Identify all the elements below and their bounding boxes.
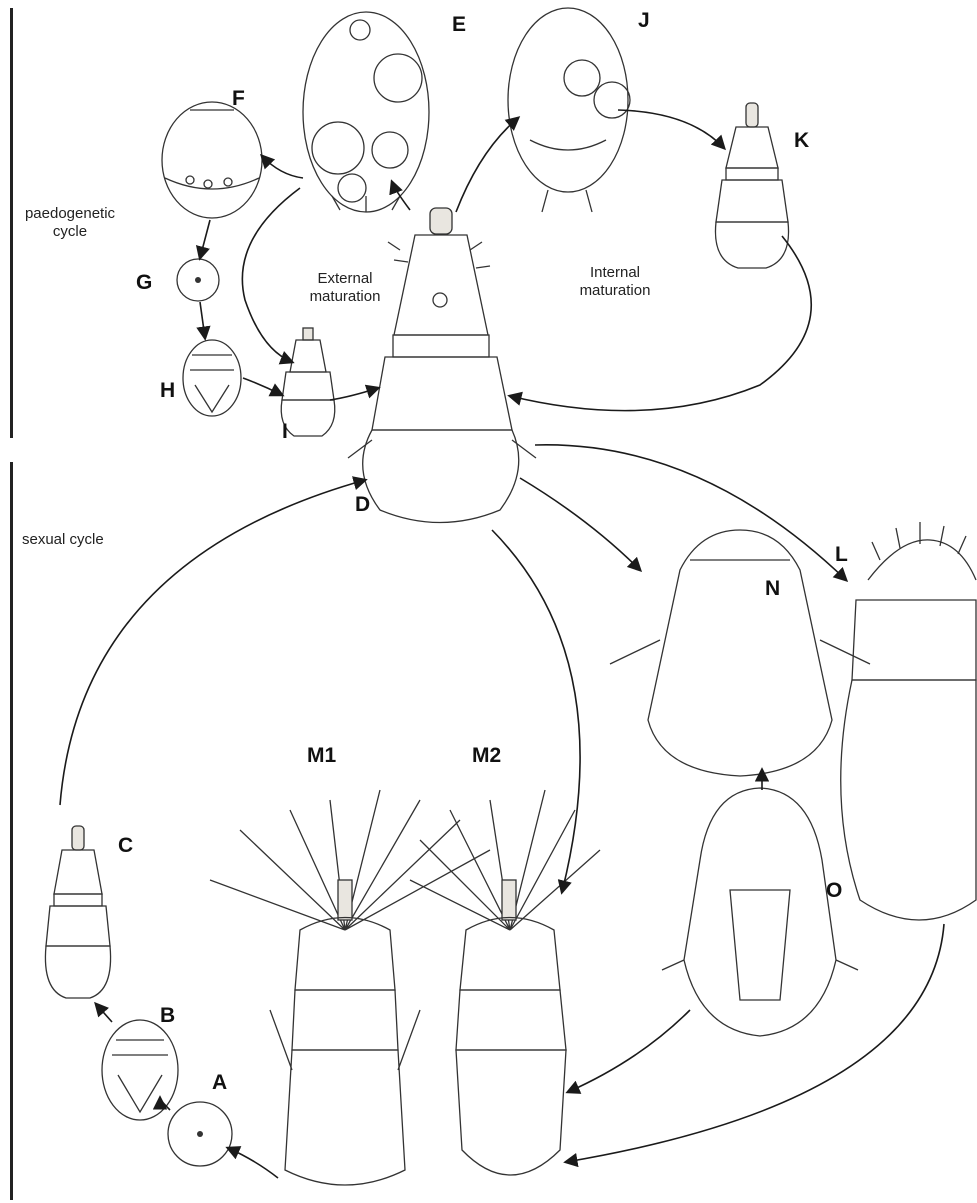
stage-l-larva [841,522,976,920]
stage-k-larva [715,103,788,268]
stage-j-egg [508,8,630,212]
stage-label-m1: M1 [307,745,336,766]
stage-label-m2: M2 [472,745,501,766]
stage-label-o: O [826,880,842,901]
stage-label-k: K [794,130,809,151]
stage-g-egg [177,259,219,301]
stage-label-j: J [638,10,650,31]
internal-line2: maturation [560,282,670,300]
stage-label-i: I [282,421,288,442]
stage-h-embryo [183,340,241,416]
external-line1: External [290,270,400,288]
stage-a-egg [168,1102,232,1166]
stage-label-g: G [136,272,152,293]
stage-label-n: N [765,578,780,599]
stage-m1-adult [210,790,490,1185]
external-line2: maturation [290,288,400,306]
stage-label-f: F [232,88,245,109]
stage-e-egg [303,12,429,212]
stage-c-larva [45,826,110,998]
paedogenetic-line2: cycle [18,223,122,241]
stage-d-larva [348,208,536,523]
stage-label-d: D [355,494,370,515]
paedogenetic-cycle-label: paedogenetic cycle [18,205,122,241]
stage-label-c: C [118,835,133,856]
stage-label-l: L [835,544,848,565]
stage-o-larva [662,788,858,1036]
internal-maturation-label: Internal maturation [560,264,670,300]
stage-label-h: H [160,380,175,401]
internal-line1: Internal [560,264,670,282]
stage-label-b: B [160,1005,175,1026]
stage-i-larva [281,328,335,436]
cycle-arrows [60,110,944,1178]
external-maturation-label: External maturation [290,270,400,306]
stage-f-egg [162,102,262,218]
stage-label-a: A [212,1072,227,1093]
paedogenetic-line1: paedogenetic [18,205,122,223]
stage-b-embryo [102,1020,178,1120]
stage-label-e: E [452,14,466,35]
sexual-cycle-label: sexual cycle [22,531,104,549]
